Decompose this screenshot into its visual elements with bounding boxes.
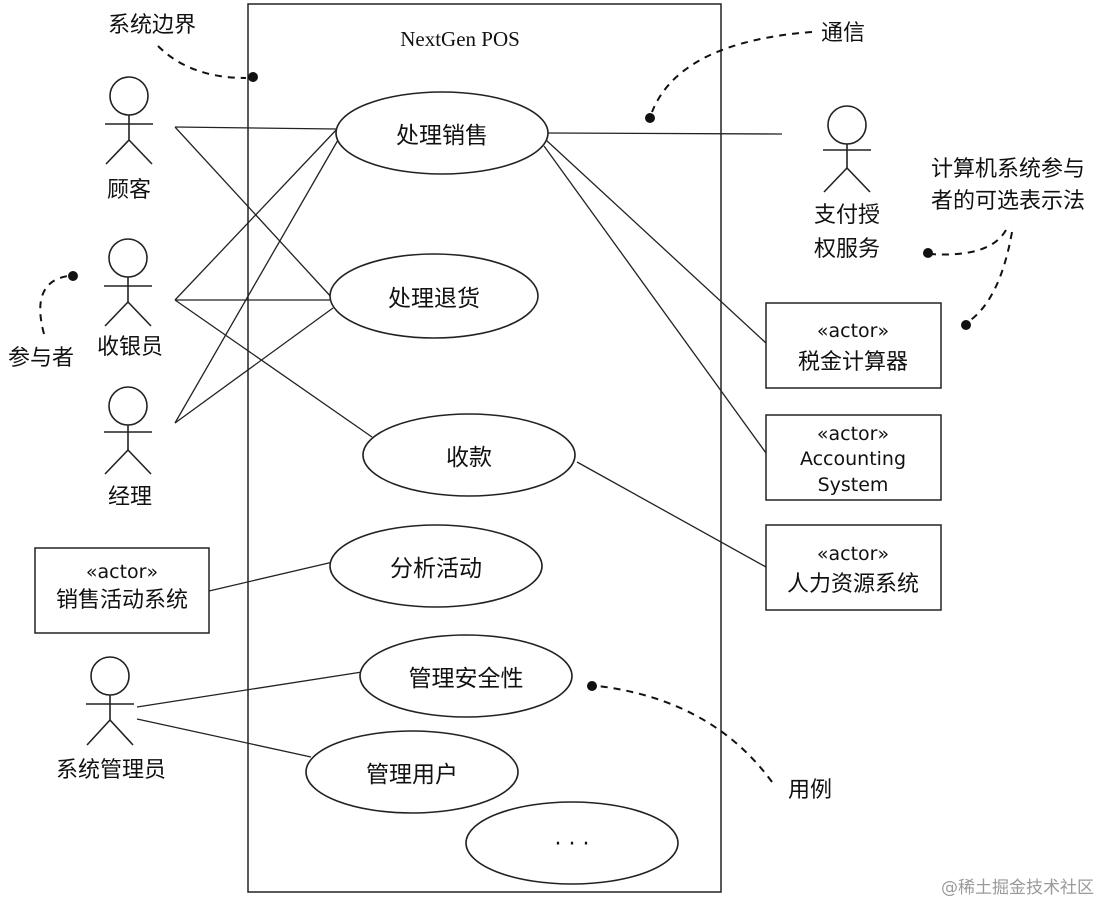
assoc-customer-handle-returns [174, 126, 334, 300]
stick-figure-icon [104, 238, 152, 327]
annotation-label: 通信 [821, 21, 865, 46]
assoc-process-sale-payment [547, 132, 783, 135]
actor-label: 顾客 [107, 178, 151, 203]
assoc-cashier-process-sale [174, 127, 339, 301]
assoc-manager-process-sale [174, 139, 339, 424]
pointer-dot [68, 271, 78, 281]
use-case-label: 管理用户 [366, 762, 458, 788]
assoc-manager-handle-returns [174, 307, 334, 424]
stick-figure-icon [105, 76, 153, 165]
annotation-alt-notation: 计算机系统参与 者的可选表示法 [923, 157, 1085, 330]
associations [136, 126, 783, 758]
stereotype-label: «actor» [817, 543, 889, 565]
use-case-analyze-activity[interactable]: 分析活动 [329, 524, 543, 608]
actor-cashier[interactable]: 收银员 [97, 238, 163, 360]
actor-customer[interactable]: 顾客 [105, 76, 153, 203]
watermark: @稀土掘金技术社区 [941, 878, 1094, 898]
annotation-system-boundary: 系统边界 [108, 13, 258, 82]
use-case-label: 收款 [446, 445, 492, 471]
assoc-sysadmin-manage-users [136, 718, 312, 758]
actor-label: 收银员 [97, 335, 163, 360]
actor-box-label-line1: Accounting [800, 448, 906, 470]
annotation-actor: 参与者 [8, 271, 78, 371]
annotation-communication: 通信 [645, 21, 865, 123]
actor-box-label: 人力资源系统 [787, 572, 919, 597]
actor-sysadmin[interactable]: 系统管理员 [56, 656, 166, 783]
assoc-sysadmin-manage-security [136, 671, 363, 708]
actor-manager[interactable]: 经理 [104, 386, 152, 510]
stereotype-label: «actor» [86, 561, 158, 583]
annotation-label-line2: 者的可选表示法 [931, 189, 1085, 214]
assoc-cashier-cash-in [174, 299, 373, 438]
assoc-customer-process-sale [174, 126, 337, 130]
pointer-dot [645, 113, 655, 123]
actor-box-label-line2: System [818, 474, 889, 496]
actor-box-label: 销售活动系统 [56, 588, 188, 613]
annotation-label: 用例 [788, 778, 832, 803]
use-case-label: 处理退货 [388, 286, 480, 312]
pointer-dot [961, 320, 971, 330]
assoc-process-sale-tax [545, 139, 767, 344]
actor-label-line2: 权服务 [814, 237, 880, 262]
actor-payment-authorization-service[interactable]: 支付授 权服务 [814, 105, 880, 262]
pointer-dot [248, 72, 258, 82]
actor-label: 经理 [108, 485, 152, 510]
stereotype-label: «actor» [817, 423, 889, 445]
stick-figure-icon [104, 386, 152, 475]
use-case-process-sale[interactable]: 处理销售 [335, 91, 549, 175]
assoc-sales-activity-analyze [208, 561, 334, 592]
use-case-cash-in[interactable]: 收款 [362, 413, 576, 497]
use-case-label: · · · [555, 832, 590, 857]
pointer-dot [923, 248, 933, 258]
assoc-process-sale-accounting [543, 145, 767, 454]
use-case-manage-users[interactable]: 管理用户 [305, 730, 519, 814]
annotation-label: 参与者 [8, 346, 74, 371]
actor-box-hr-system[interactable]: «actor» 人力资源系统 [765, 524, 942, 611]
use-case-handle-returns[interactable]: 处理退货 [329, 253, 539, 339]
assoc-cash-in-hr [576, 461, 767, 568]
stick-figure-icon [86, 656, 134, 746]
annotation-use-case: 用例 [587, 681, 832, 803]
annotation-label: 系统边界 [108, 13, 196, 38]
stereotype-label: «actor» [817, 320, 889, 342]
actor-box-tax-calculator[interactable]: «actor» 税金计算器 [765, 302, 942, 389]
actor-box-sales-activity-system[interactable]: «actor» 销售活动系统 [34, 547, 210, 634]
actor-box-label: 税金计算器 [798, 350, 908, 375]
annotation-label-line1: 计算机系统参与 [931, 157, 1085, 182]
system-boundary [247, 3, 722, 893]
use-case-label: 处理销售 [396, 123, 488, 149]
actor-label: 系统管理员 [56, 758, 166, 783]
use-case-more[interactable]: · · · [465, 801, 679, 885]
actor-label-line1: 支付授 [814, 203, 880, 228]
use-case-label: 管理安全性 [409, 666, 524, 692]
use-case-label: 分析活动 [390, 556, 482, 582]
actor-box-accounting-system[interactable]: «actor» Accounting System [765, 414, 942, 501]
use-case-manage-security[interactable]: 管理安全性 [359, 634, 573, 718]
system-name: NextGen POS [400, 27, 520, 51]
stick-figure-icon [823, 105, 871, 193]
pointer-dot [587, 681, 597, 691]
